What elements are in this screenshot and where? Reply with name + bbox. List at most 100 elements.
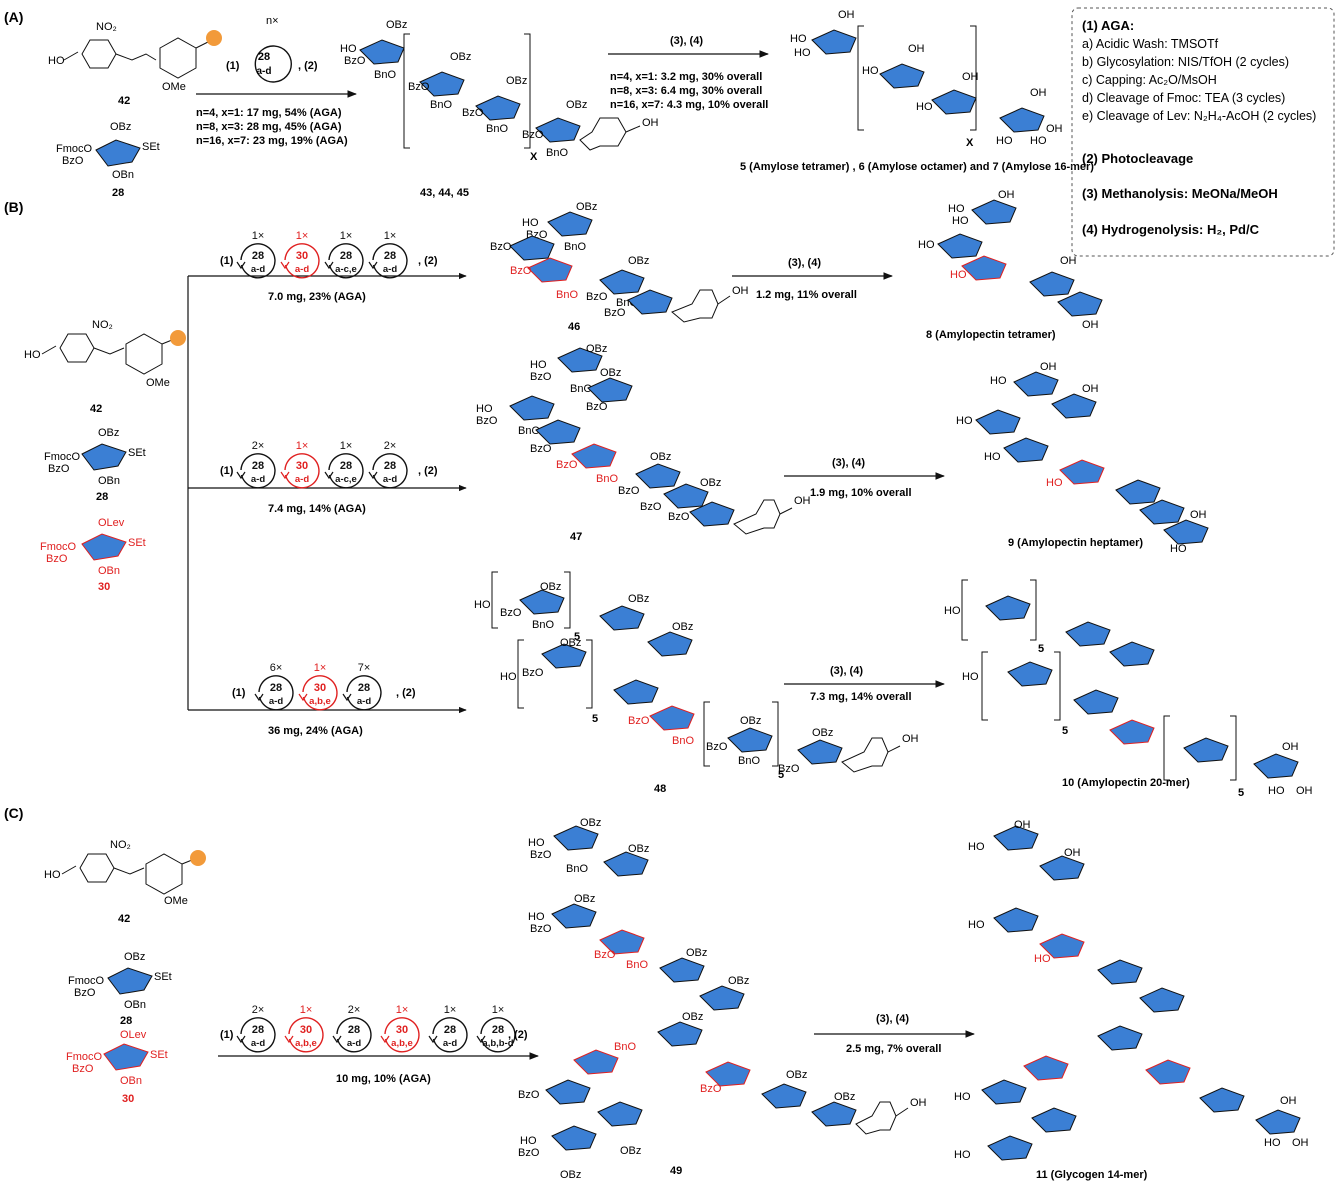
svg-text:HO: HO bbox=[1268, 785, 1285, 797]
svg-text:HO: HO bbox=[916, 101, 933, 113]
svg-text:BzO: BzO bbox=[490, 241, 512, 253]
building-block-30-panel-b: OLev FmocO BzO SEt OBn 30 bbox=[40, 517, 146, 593]
svg-text:HO: HO bbox=[1170, 543, 1187, 555]
svg-text:FmocO: FmocO bbox=[56, 143, 93, 155]
svg-text:OH: OH bbox=[998, 189, 1015, 201]
svg-text:OBz: OBz bbox=[506, 75, 527, 87]
product-49: OBz HO BzO OBz BnO OBz HO BzO BzO BnO OB… bbox=[518, 817, 927, 1181]
svg-text:OH: OH bbox=[1282, 741, 1299, 753]
svg-text:HO: HO bbox=[968, 841, 985, 853]
svg-text:OH: OH bbox=[1082, 319, 1099, 331]
svg-text:BnO: BnO bbox=[738, 755, 760, 767]
product-43-45: OBz HO BzO BnO OBz BzO BnO OBz BzO BnO X… bbox=[340, 19, 659, 199]
svg-text:BnO: BnO bbox=[430, 99, 452, 111]
svg-text:BzO: BzO bbox=[530, 371, 552, 383]
cycle-count: 2× bbox=[252, 440, 265, 452]
svg-text:(1): (1) bbox=[226, 60, 240, 72]
cycle-steps: a-d bbox=[443, 1038, 457, 1049]
svg-text:HO: HO bbox=[962, 671, 979, 683]
svg-text:OH: OH bbox=[1014, 819, 1031, 831]
svg-text:BzO: BzO bbox=[594, 949, 616, 961]
aga-cycle: 1×30a,b,e bbox=[380, 1004, 420, 1053]
svg-text:OBz: OBz bbox=[574, 893, 595, 905]
cycle-building-block: 28 bbox=[252, 1024, 264, 1036]
svg-text:11 (Glycogen 14-mer): 11 (Glycogen 14-mer) bbox=[1036, 1169, 1148, 1181]
svg-text:OBz: OBz bbox=[700, 477, 721, 489]
svg-text:42: 42 bbox=[118, 913, 130, 925]
yield-c: 10 mg, 10% (AGA) bbox=[336, 1073, 431, 1085]
svg-text:(1): (1) bbox=[220, 255, 234, 267]
svg-text:FmocO: FmocO bbox=[44, 451, 81, 463]
aga-cycle: 1×28a-c,e bbox=[324, 440, 364, 489]
svg-text:OH: OH bbox=[962, 71, 979, 83]
svg-text:HO: HO bbox=[968, 919, 985, 931]
svg-text:BzO: BzO bbox=[640, 501, 662, 513]
cycle-steps: a-d bbox=[251, 474, 265, 485]
cycle-count: 1× bbox=[492, 1004, 505, 1016]
conditions-legend: (1) AGA: a) Acidic Wash: TMSOTf b) Glyco… bbox=[1071, 7, 1335, 257]
amylopectin-heptamer: OH HO HO OH HO HO OH HO 9 (Amylopectin h… bbox=[956, 361, 1209, 555]
svg-text:b) Glycosylation: NIS/TfOH (2: b) Glycosylation: NIS/TfOH (2 cycles) bbox=[1082, 55, 1289, 69]
svg-text:HO: HO bbox=[954, 1091, 971, 1103]
svg-text:BnO: BnO bbox=[518, 425, 540, 437]
svg-text:OBz: OBz bbox=[576, 201, 597, 213]
cycle-steps: a-d bbox=[295, 474, 309, 485]
svg-text:BzO: BzO bbox=[530, 849, 552, 861]
svg-text:NO₂: NO₂ bbox=[92, 319, 113, 331]
svg-text:a) Acidic Wash: TMSOTf: a) Acidic Wash: TMSOTf bbox=[1082, 37, 1219, 51]
svg-text:OBz: OBz bbox=[628, 255, 649, 267]
svg-text:(3), (4): (3), (4) bbox=[832, 457, 865, 469]
aga-cycle: 1×28a-d bbox=[428, 1004, 468, 1053]
svg-text:OH: OH bbox=[838, 9, 855, 21]
amylopectin-tetramer: OH HO HO HO HO OH OH 8 (Amylopectin tetr… bbox=[918, 189, 1103, 341]
svg-text:e) Cleavage of Lev: N₂H₄-AcOH: e) Cleavage of Lev: N₂H₄-AcOH (2 cycles) bbox=[1082, 109, 1316, 123]
svg-text:HO: HO bbox=[950, 269, 967, 281]
svg-text:, (2): , (2) bbox=[298, 60, 318, 72]
cycle-building-block: 28 bbox=[358, 682, 370, 694]
svg-text:5: 5 bbox=[592, 713, 598, 725]
svg-text:OH: OH bbox=[1292, 1137, 1309, 1149]
svg-text:BzO: BzO bbox=[72, 1063, 94, 1075]
svg-text:28: 28 bbox=[96, 491, 108, 503]
svg-text:BnO: BnO bbox=[564, 241, 586, 253]
svg-text:5: 5 bbox=[1062, 725, 1068, 737]
svg-text:OBz: OBz bbox=[786, 1069, 807, 1081]
svg-text:HO: HO bbox=[500, 671, 517, 683]
panel-b-tag: (B) bbox=[4, 199, 23, 215]
svg-text:BzO: BzO bbox=[706, 741, 728, 753]
cycle-building-block: 30 bbox=[314, 682, 326, 694]
building-block-28-panel-b: OBz FmocO BzO SEt OBn 28 bbox=[44, 427, 146, 503]
yield-b2: 7.4 mg, 14% (AGA) bbox=[268, 503, 366, 515]
svg-text:42: 42 bbox=[90, 403, 102, 415]
svg-text:OH: OH bbox=[732, 285, 749, 297]
svg-text:OH: OH bbox=[1064, 847, 1081, 859]
cycle-building-block: 28 bbox=[384, 460, 396, 472]
svg-text:5: 5 bbox=[1238, 787, 1244, 799]
svg-text:BnO: BnO bbox=[596, 473, 618, 485]
svg-text:BzO: BzO bbox=[518, 1089, 540, 1101]
svg-text:28: 28 bbox=[120, 1015, 132, 1027]
svg-text:BzO: BzO bbox=[618, 485, 640, 497]
svg-text:OBn: OBn bbox=[124, 999, 146, 1011]
cycle-steps: a,b,e bbox=[295, 1038, 317, 1049]
svg-text:OBz: OBz bbox=[628, 593, 649, 605]
svg-text:BzO: BzO bbox=[668, 511, 690, 523]
svg-text:HO: HO bbox=[1034, 953, 1051, 965]
cycle-count: 6× bbox=[270, 662, 283, 674]
svg-text:OLev: OLev bbox=[98, 517, 125, 529]
svg-text:HO: HO bbox=[522, 217, 539, 229]
svg-text:BnO: BnO bbox=[570, 383, 592, 395]
cycle-row-c: 2×28a-d1×30a,b,e2×28a-d1×30a,b,e1×28a-d1… bbox=[236, 1004, 516, 1053]
cycle-steps: a-d bbox=[251, 264, 265, 275]
svg-text:OBz: OBz bbox=[386, 19, 407, 31]
svg-text:HO: HO bbox=[794, 47, 811, 59]
cycle-count: 1× bbox=[384, 230, 397, 242]
svg-text:BnO: BnO bbox=[556, 289, 578, 301]
svg-text:HO: HO bbox=[474, 599, 491, 611]
svg-text:BnO: BnO bbox=[532, 619, 554, 631]
building-block-28-panel-a: OBz FmocO BzO SEt OBn 28 bbox=[56, 121, 160, 199]
svg-text:46: 46 bbox=[568, 321, 580, 333]
svg-text:OH: OH bbox=[1046, 123, 1063, 135]
svg-text:OBz: OBz bbox=[600, 367, 621, 379]
svg-text:HO: HO bbox=[340, 43, 357, 55]
